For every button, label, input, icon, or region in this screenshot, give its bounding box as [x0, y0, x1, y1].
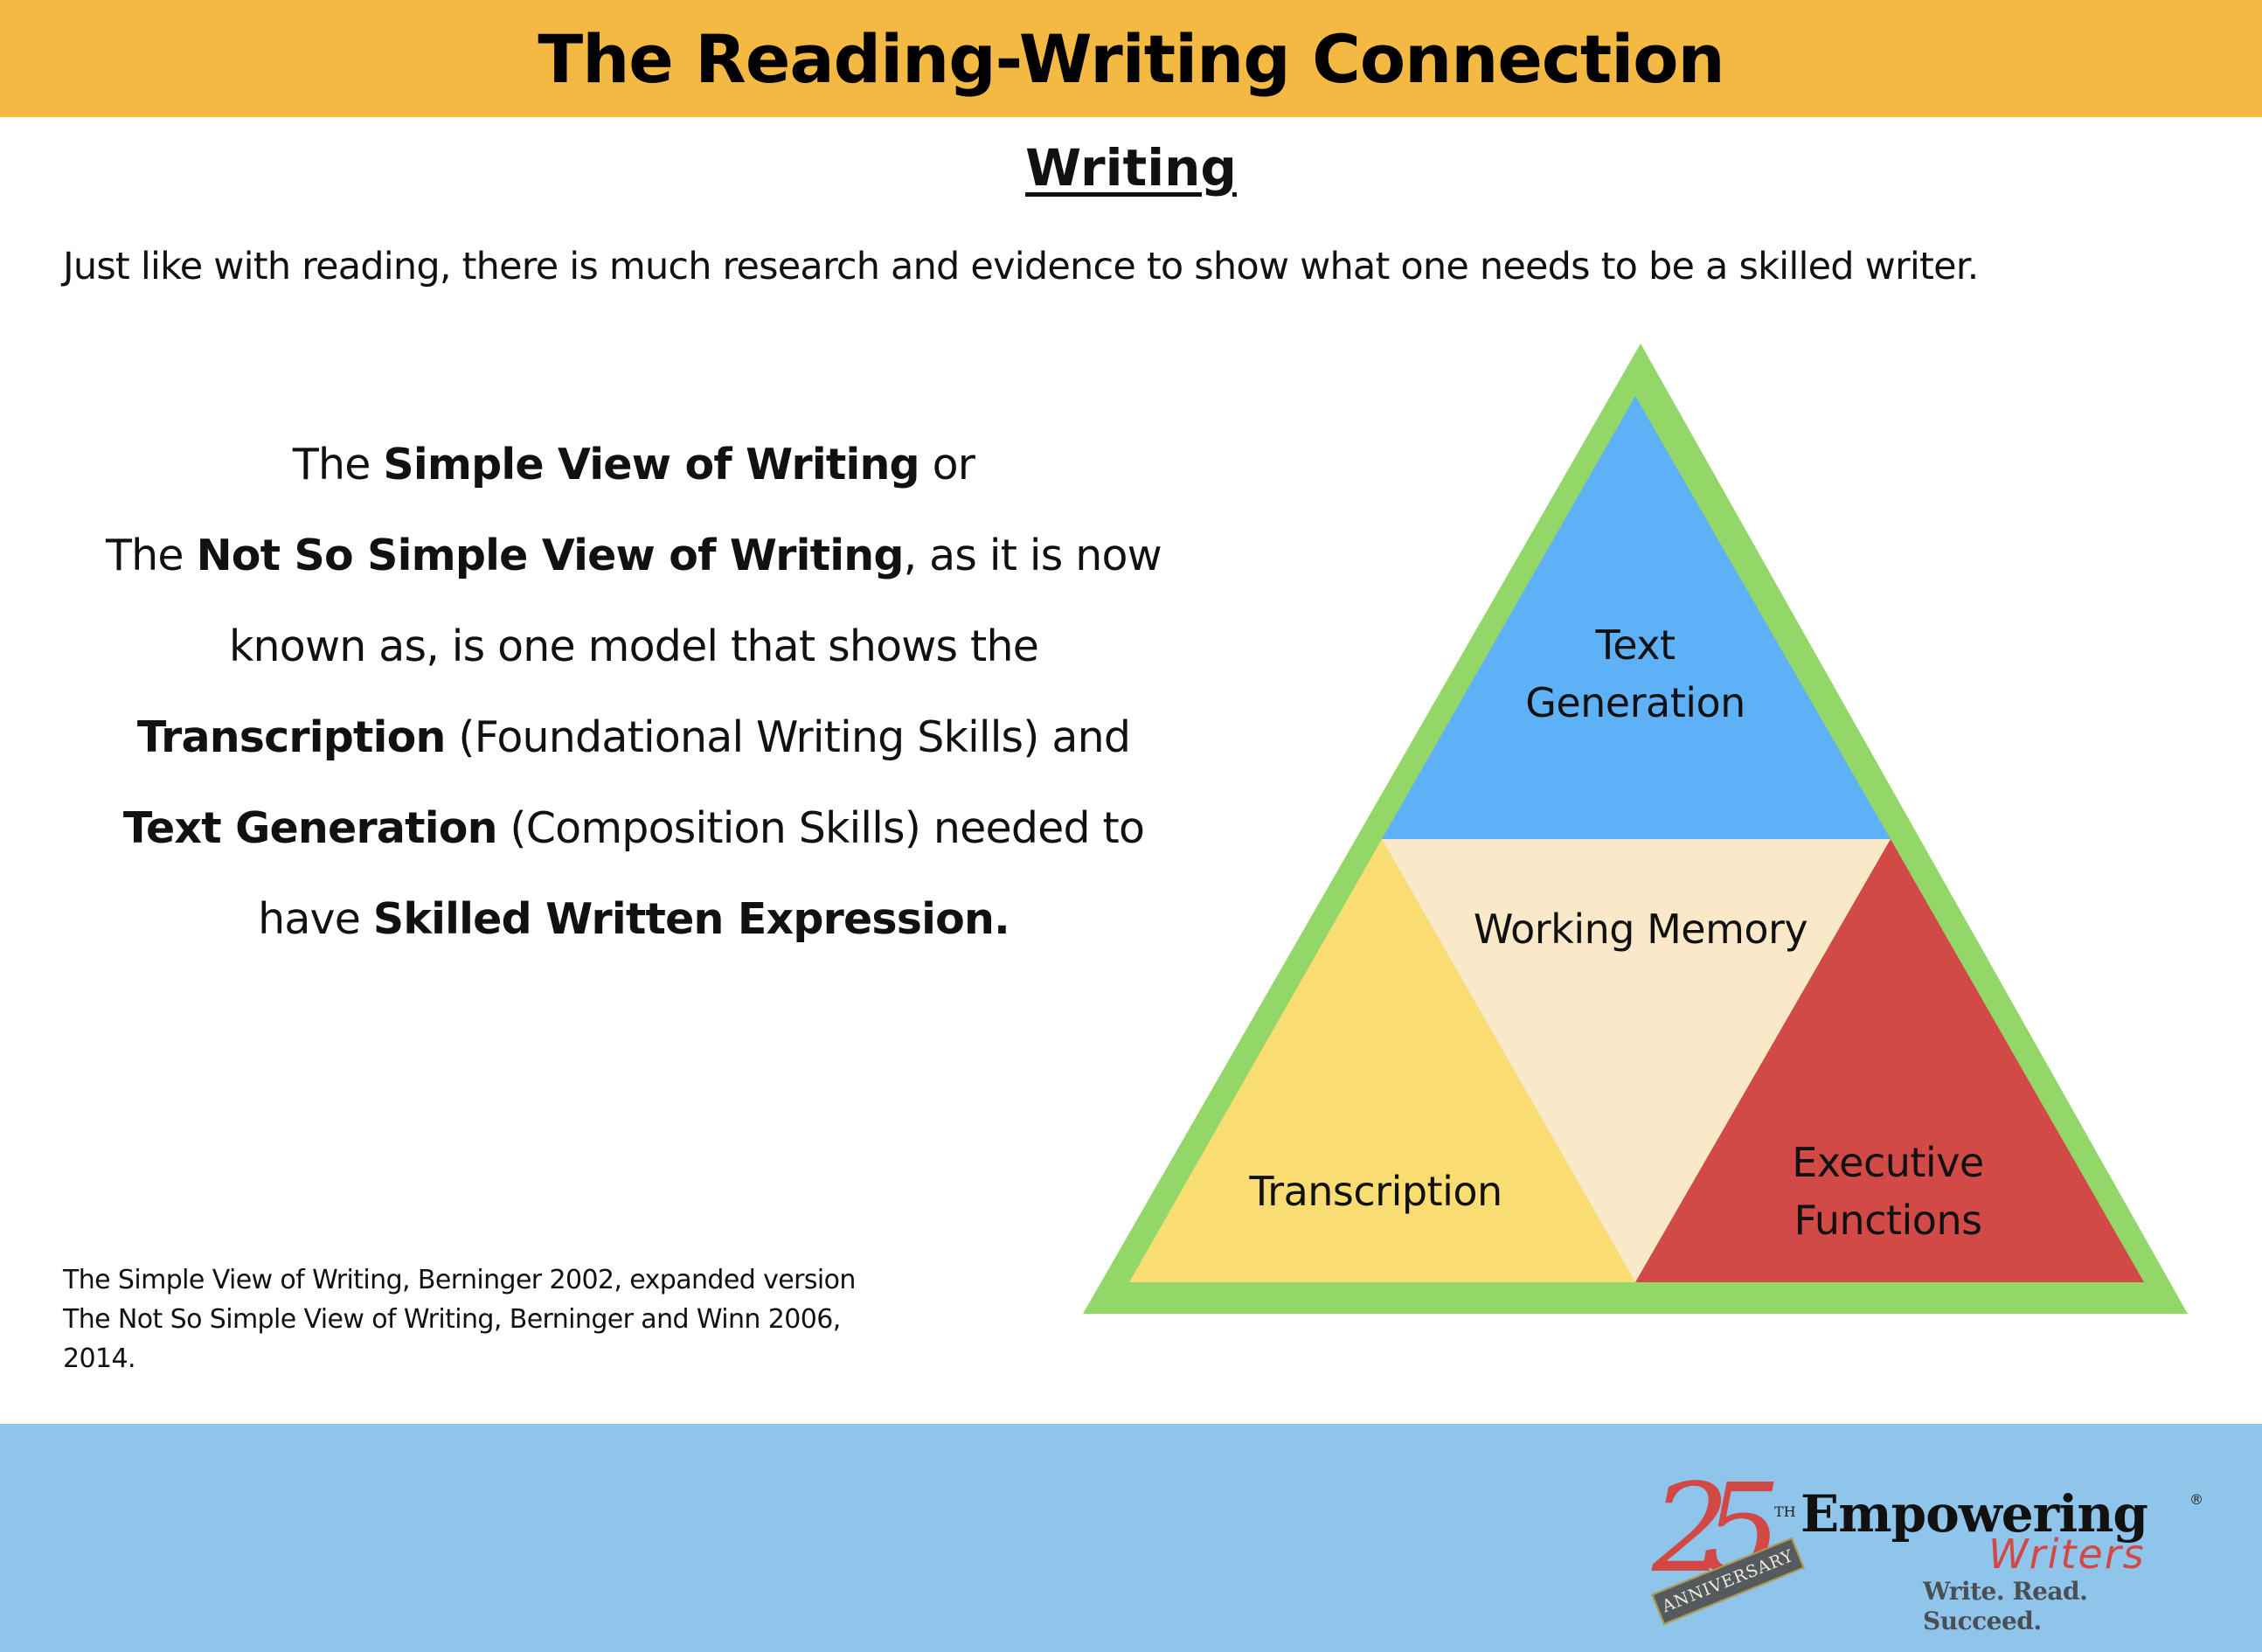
explanation-line-3: known as, is one model that shows the	[228, 621, 1039, 671]
text-generation-triangle	[1382, 396, 1891, 839]
footer-bar: 25 TH ANNIVERSARY Empowering ® Writers W…	[0, 1424, 2262, 1652]
label-text-generation: Text Generation	[1525, 621, 1745, 726]
page-title: The Reading-Writing Connection	[538, 19, 1724, 98]
section-title: Writing	[1025, 138, 1237, 198]
explanation-line-6: have Skilled Written Expression.	[258, 894, 1010, 944]
empowering-writers-logo: 25 TH ANNIVERSARY Empowering ® Writers W…	[1643, 1468, 2203, 1635]
brand-tagline: Write. Read. Succeed.	[1923, 1577, 2088, 1635]
explanation-line-5: Text Generation (Composition Skills) nee…	[122, 803, 1145, 853]
transcription-triangle	[1129, 839, 1635, 1282]
explanation-line-4: Transcription (Foundational Writing Skil…	[136, 712, 1131, 762]
label-executive-functions: Executive Functions	[1792, 1139, 1984, 1244]
registered-mark: ®	[2189, 1491, 2203, 1508]
executive-functions-triangle	[1635, 839, 2144, 1282]
outer-triangle	[1083, 344, 2188, 1314]
explanation-line-1: The Simple View of Writing or	[292, 440, 975, 489]
citation-text: The Simple View of Writing, Berninger 20…	[63, 1265, 856, 1374]
label-working-memory: Working Memory	[1473, 906, 1808, 953]
explanation-line-2: The Not So Simple View of Writing, as it…	[106, 531, 1162, 580]
anniversary-suffix: TH	[1774, 1503, 1796, 1520]
intro-text: Just like with reading, there is much re…	[63, 245, 1979, 288]
brand-subname: Writers	[1988, 1531, 2146, 1578]
brand-name: Empowering	[1801, 1484, 2148, 1544]
header-bar: The Reading-Writing Connection	[0, 0, 2262, 117]
explanation-paragraph: The Simple View of Writing or The Not So…	[87, 420, 1180, 965]
working-memory-triangle	[1382, 839, 1891, 1282]
label-transcription: Transcription	[1249, 1168, 1502, 1215]
